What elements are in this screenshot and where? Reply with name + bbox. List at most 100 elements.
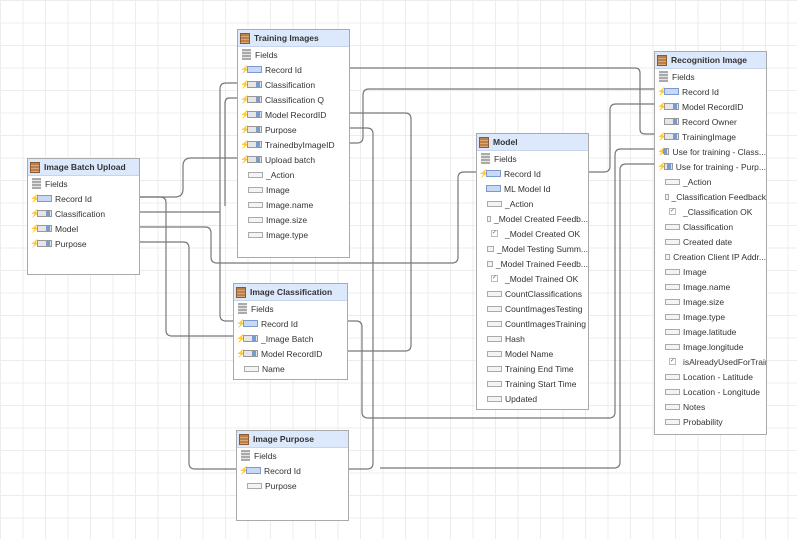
field-row[interactable]: Name bbox=[234, 361, 347, 376]
primary-key-icon bbox=[486, 185, 501, 192]
field-row[interactable]: Image.size bbox=[655, 294, 766, 309]
field-name: Model RecordID bbox=[265, 109, 327, 120]
fields-group[interactable]: Fields bbox=[477, 151, 588, 166]
field-row[interactable]: CountImagesTesting bbox=[477, 301, 588, 316]
field-row[interactable]: ⚡Model bbox=[28, 221, 139, 236]
field-row[interactable]: Image.name bbox=[655, 279, 766, 294]
field-row[interactable]: Location - Latitude bbox=[655, 369, 766, 384]
lightning-icon: ⚡ bbox=[657, 132, 667, 141]
field-row[interactable]: ⚡TrainingImage bbox=[655, 129, 766, 144]
field-row[interactable]: _Model Trained Feedb... bbox=[477, 256, 588, 271]
table-header[interactable]: Training Images bbox=[238, 30, 349, 47]
field-name: Record Id bbox=[261, 318, 298, 329]
field-row[interactable]: Location - Longitude bbox=[655, 384, 766, 399]
field-row[interactable]: _Model Testing Summ... bbox=[477, 241, 588, 256]
field-name: Hash bbox=[505, 333, 525, 344]
connector-recognition-class-to-classification-recordid bbox=[348, 148, 654, 419]
field-row[interactable]: ⚡Classification Q bbox=[238, 92, 349, 107]
fields-group[interactable]: Fields bbox=[655, 69, 766, 84]
field-row[interactable]: ✓_Model Created OK bbox=[477, 226, 588, 241]
field-row[interactable]: ML Model Id bbox=[477, 181, 588, 196]
fields-group[interactable]: Fields bbox=[237, 448, 348, 463]
field-name: Notes bbox=[683, 401, 706, 412]
field-name: Image.latitude bbox=[683, 326, 737, 337]
field-row[interactable]: ✓_Classification OK bbox=[655, 204, 766, 219]
field-row[interactable]: Image.longitude bbox=[655, 339, 766, 354]
field-row[interactable]: Image.size bbox=[238, 212, 349, 227]
field-row[interactable]: _Action bbox=[238, 167, 349, 182]
field-row[interactable]: Training Start Time bbox=[477, 376, 588, 391]
field-row[interactable]: ⚡Model RecordID bbox=[655, 99, 766, 114]
text-field-icon bbox=[487, 365, 502, 372]
field-row[interactable]: Image bbox=[238, 182, 349, 197]
field-row[interactable]: CountClassifications bbox=[477, 286, 588, 301]
connector-batch-recordid-to-training-uploadbatch bbox=[140, 157, 237, 198]
fields-label: Fields bbox=[672, 71, 695, 82]
field-row[interactable]: ✓_Model Trained OK bbox=[477, 271, 588, 286]
table-header[interactable]: Image Classification bbox=[234, 284, 347, 301]
field-row[interactable]: ⚡Record Id bbox=[234, 316, 347, 331]
lightning-icon: ⚡ bbox=[240, 95, 250, 104]
field-name: _Classification Feedback bbox=[671, 191, 767, 202]
field-row[interactable]: Updated bbox=[477, 391, 588, 406]
field-row[interactable]: _Action bbox=[477, 196, 588, 211]
field-row[interactable]: Image.type bbox=[655, 309, 766, 324]
field-row[interactable]: _Model Created Feedb... bbox=[477, 211, 588, 226]
fields-icon bbox=[238, 303, 247, 314]
field-row[interactable]: Hash bbox=[477, 331, 588, 346]
field-row[interactable]: Creation Client IP Addr... bbox=[655, 249, 766, 264]
field-row[interactable]: Model Name bbox=[477, 346, 588, 361]
field-row[interactable]: ⚡Record Id bbox=[477, 166, 588, 181]
field-row[interactable]: ⚡Upload batch bbox=[238, 152, 349, 167]
field-row[interactable]: ✓isAlreadyUsedForTrain... bbox=[655, 354, 766, 369]
field-row[interactable]: Training End Time bbox=[477, 361, 588, 376]
table-header[interactable]: Image Batch Upload bbox=[28, 159, 139, 176]
field-row[interactable]: ⚡Purpose bbox=[28, 236, 139, 251]
text-field-icon bbox=[487, 215, 491, 222]
field-row[interactable]: Notes bbox=[655, 399, 766, 414]
field-row[interactable]: ⚡Record Id bbox=[237, 463, 348, 478]
field-row[interactable]: Created date bbox=[655, 234, 766, 249]
fields-icon bbox=[241, 450, 250, 461]
field-row[interactable]: ⚡TrainedbyImageID bbox=[238, 137, 349, 152]
field-row[interactable]: ⚡Record Id bbox=[238, 62, 349, 77]
field-row[interactable]: ⚡Classification bbox=[238, 77, 349, 92]
field-row[interactable]: ⚡Model RecordID bbox=[238, 107, 349, 122]
field-row[interactable]: ⚡Classification bbox=[28, 206, 139, 221]
field-row[interactable]: ⚡Use for training - Purp... bbox=[655, 159, 766, 174]
text-field-icon bbox=[487, 200, 502, 207]
field-row[interactable]: Image bbox=[655, 264, 766, 279]
table-header[interactable]: Image Purpose bbox=[237, 431, 348, 448]
field-row[interactable]: ⚡Model RecordID bbox=[234, 346, 347, 361]
fields-group[interactable]: Fields bbox=[238, 47, 349, 62]
reference-field-icon bbox=[243, 335, 258, 342]
field-row[interactable]: Record Owner bbox=[655, 114, 766, 129]
field-row[interactable]: Image.type bbox=[238, 227, 349, 242]
field-row[interactable]: ⚡Record Id bbox=[28, 191, 139, 206]
fields-group[interactable]: Fields bbox=[28, 176, 139, 191]
field-row[interactable]: Purpose bbox=[237, 478, 348, 493]
field-row[interactable]: Image.name bbox=[238, 197, 349, 212]
field-row[interactable]: Probability bbox=[655, 414, 766, 429]
field-row[interactable]: Classification bbox=[655, 219, 766, 234]
fields-group[interactable]: Fields bbox=[234, 301, 347, 316]
field-row[interactable]: ⚡_Image Batch bbox=[234, 331, 347, 346]
table-header[interactable]: Recognition Image bbox=[655, 52, 766, 69]
checkbox-field-icon: ✓ bbox=[669, 208, 676, 215]
field-row[interactable]: ⚡Record Id bbox=[655, 84, 766, 99]
fields-icon bbox=[32, 178, 41, 189]
field-row[interactable]: _Action bbox=[655, 174, 766, 189]
field-row[interactable]: ⚡Use for training - Class... bbox=[655, 144, 766, 159]
field-row[interactable]: Image.latitude bbox=[655, 324, 766, 339]
field-row[interactable]: ⚡Purpose bbox=[238, 122, 349, 137]
table-header[interactable]: Model bbox=[477, 134, 588, 151]
field-row[interactable]: _Classification Feedback bbox=[655, 189, 766, 204]
field-name: _Model Created Feedb... bbox=[493, 213, 588, 224]
field-row[interactable]: CountImagesTraining bbox=[477, 316, 588, 331]
